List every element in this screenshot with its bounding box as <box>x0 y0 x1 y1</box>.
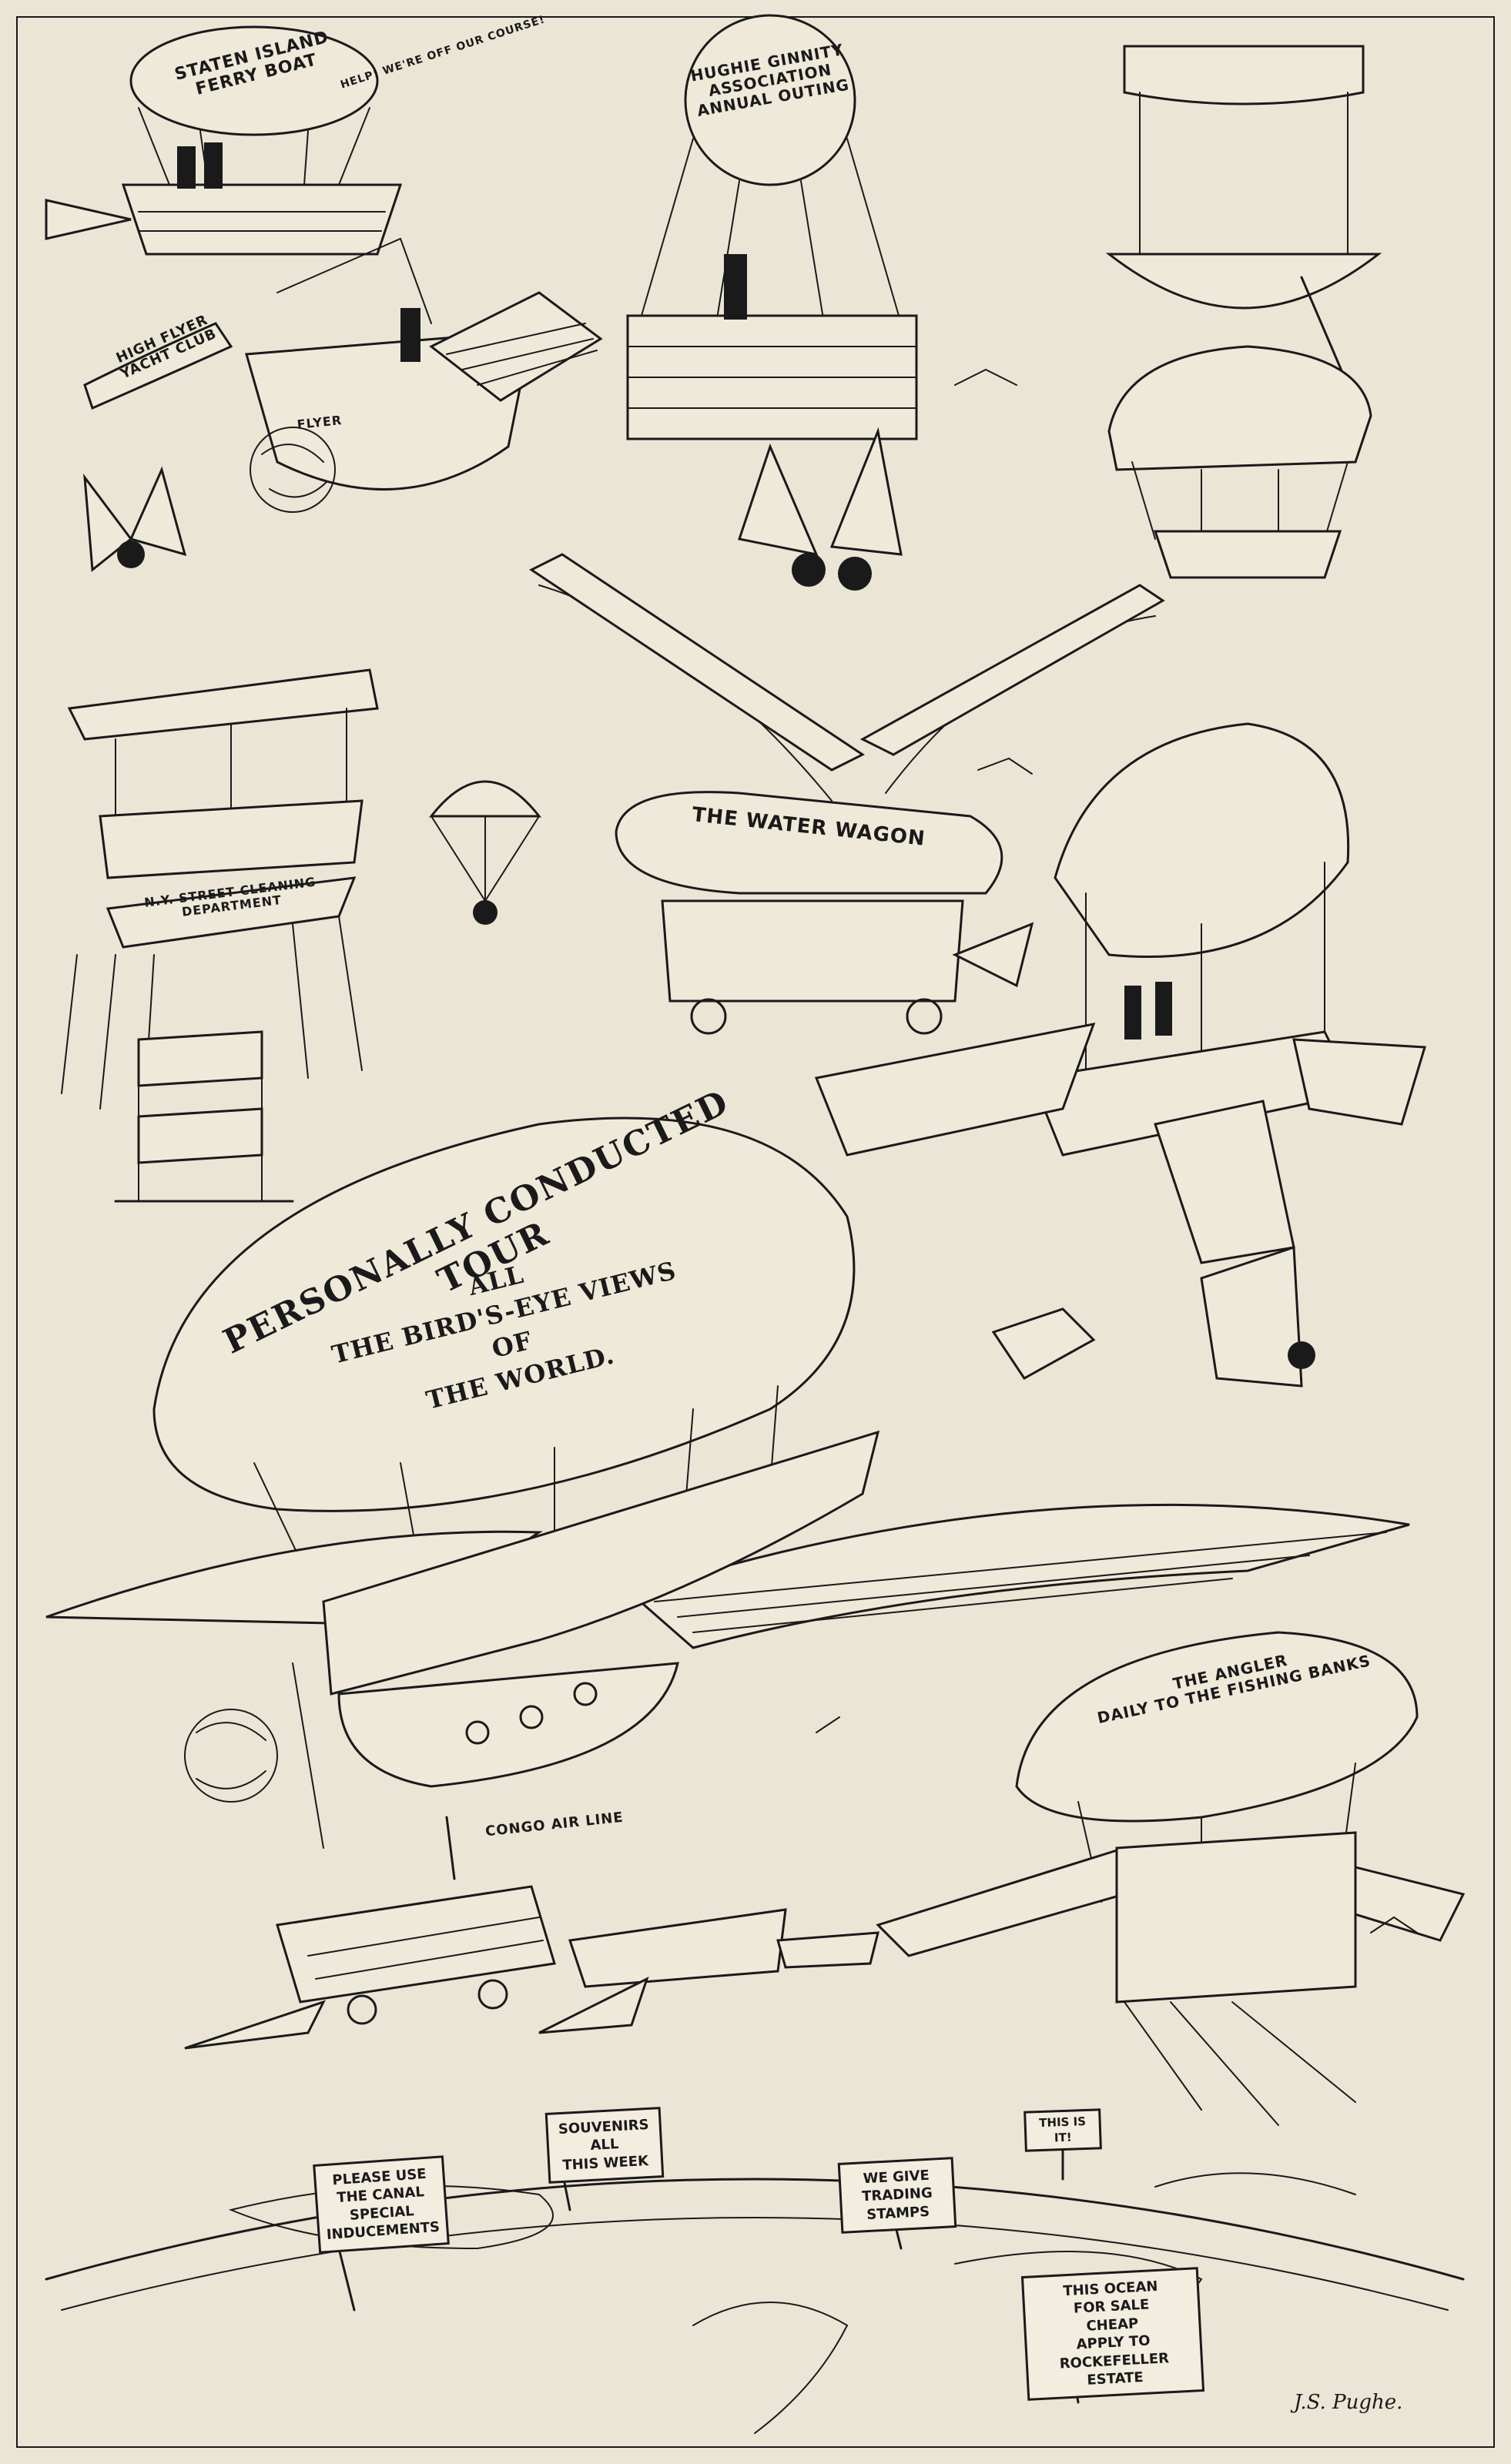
flying-men-right <box>991 1245 1315 1388</box>
rowboat-balloon <box>1105 45 1382 387</box>
small-box-kite <box>114 1030 294 1203</box>
earth-globe <box>45 2139 1465 2434</box>
flying-couple-center <box>738 427 903 591</box>
street-cleaning-kite <box>61 668 379 1110</box>
warship-dirigible <box>814 722 1426 1264</box>
trading-stamps-sign: WE GIVE TRADING STAMPS <box>837 2157 957 2235</box>
hughie-ginnity-balloon <box>626 14 918 440</box>
parachute <box>428 780 542 925</box>
right-dirigible-gondola <box>1107 345 1372 579</box>
this-is-it-sign: THIS IS IT! <box>1024 2108 1102 2152</box>
congo-air-line <box>184 1816 879 2050</box>
canal-sign: PLEASE USE THE CANAL SPECIAL INDUCEMENTS <box>313 2155 450 2254</box>
souvenirs-sign: SOUVENIRS ALL THIS WEEK <box>544 2107 665 2184</box>
high-flyer-pennant <box>83 322 233 410</box>
birds <box>816 368 1418 1933</box>
high-flyer-yacht-airship <box>245 237 603 513</box>
angler-dirigible <box>876 1631 1466 2126</box>
staten-island-ferry-airship <box>45 25 403 256</box>
water-wagon-airship <box>529 553 1165 1035</box>
personally-conducted-airship <box>45 1116 1410 1849</box>
artist-signature: J.S. Pughe. <box>1294 2391 1403 2414</box>
flying-man-left <box>83 466 187 572</box>
ocean-for-sale-sign: THIS OCEAN FOR SALE CHEAP APPLY TO ROCKE… <box>1020 2267 1205 2402</box>
